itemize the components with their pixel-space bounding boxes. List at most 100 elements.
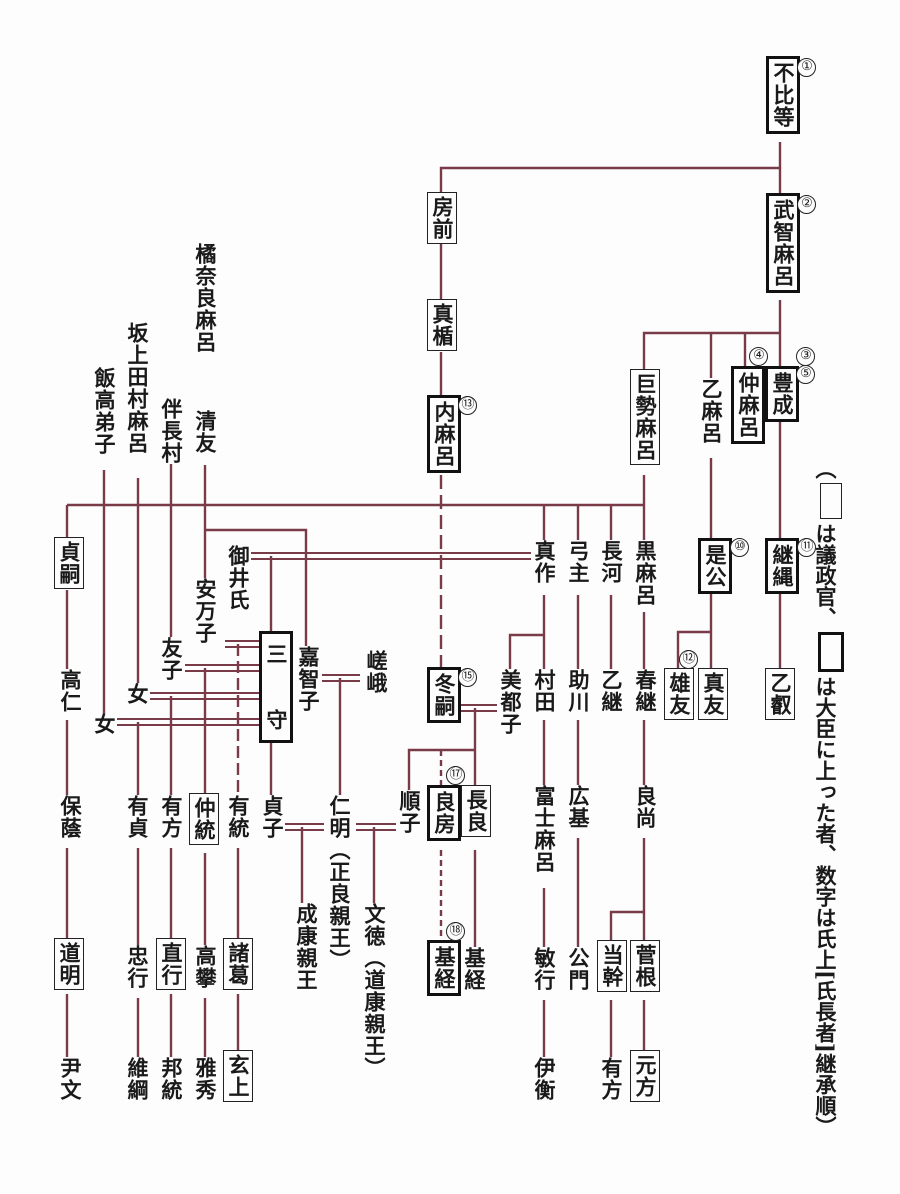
person-onna-2: 女 [91,713,117,735]
person-yoshinao: 良尚 [632,785,658,829]
person-fujimaro: 富士麻呂 [531,785,557,873]
order-badge-muchimaro: ② [797,195,816,214]
person-kachiko: 嘉智子 [295,646,321,712]
person-sadako: 貞子 [259,795,285,839]
order-badge-korekimi: ⑩ [730,538,749,557]
person-mii: 御井氏 [225,545,251,611]
person-mototsune: 基経 [427,940,461,996]
order-badge-nakamaro: ④ [749,347,768,366]
person-tachibana-naramaro: 橘奈良麻呂 [192,243,218,353]
person-koretsuna: 維綱 [124,1057,150,1101]
person-kimikado: 公門 [565,947,591,991]
connector-line-38 [407,748,475,790]
person-tomo-nagamura: 伴長村 [158,398,184,464]
person-kunimune: 邦統 [158,1057,184,1101]
order-badge-mototsune: ⑱ [446,922,465,941]
order-badge-uchimaro: ⑬ [458,396,477,415]
person-fuyutsugu: 冬嗣 [427,667,461,723]
person-iitaka-otoko: 飯高弟子 [91,367,117,455]
order-badge-fuyutsugu: ⑮ [458,668,477,687]
person-yoshifusa: 良房 [427,785,461,841]
person-sugane: 菅根 [630,940,660,992]
person-murata: 村田 [531,669,557,713]
person-nariyasu: 成康親王 [293,903,319,991]
person-nagakawa: 長河 [598,540,624,584]
person-harutsugu: 春継 [632,669,658,713]
person-morokuzu: 諸葛 [223,938,253,990]
person-tomoko: 友子 [158,637,184,681]
person-kiyotomo: 清友 [192,410,218,454]
connector-line-10 [676,630,711,668]
person-otomo: 雄友 [664,668,694,720]
person-yumimori: 弓主 [565,540,591,584]
order-badge-toyonari-5: ⑤ [796,365,815,384]
person-nakamune: 仲統 [189,793,219,845]
legend-thin-box-swatch [819,483,842,519]
person-tsugutada: 継縄 [765,538,799,594]
person-toyonari: 豊成 [765,366,799,422]
person-hiromoto: 広基 [565,785,591,829]
person-masahide: 雅秀 [192,1057,218,1101]
person-otoei: 乙叡 [765,668,795,720]
order-badge-fuhito: ① [797,58,816,77]
person-mitsuko: 美都子 [497,669,523,735]
person-takahito: 高仁 [57,669,83,713]
person-saga: 嵯峨 [363,650,389,694]
person-nakamaro: 仲麻呂 [731,366,765,444]
person-toshiyuki: 敏行 [531,947,557,991]
person-korehira: 伊衡 [531,1057,557,1101]
order-badge-toyonari-3: ③ [796,347,815,366]
person-arimune: 有統 [225,795,251,839]
person-montoku: 文徳（道康親王） [361,903,387,1079]
order-badge-yoshifusa: ⑰ [446,766,465,785]
person-tadayuki: 忠行 [124,945,150,989]
person-yasukage: 保蔭 [57,795,83,839]
person-nagara: 長良 [461,785,491,837]
person-masamoto: 当幹 [597,940,627,992]
person-motokata: 元方 [630,1050,660,1102]
legend-open-paren: （ [813,458,838,479]
person-yasumaro-ko: 安万子 [192,578,218,644]
person-matomo: 真友 [698,668,728,720]
person-ototsugu: 乙継 [598,669,624,713]
connector-line-22 [205,528,308,646]
person-kosemaro: 巨勢麻呂 [630,369,660,465]
person-arisada: 有貞 [124,795,150,839]
person-matate: 真楯 [427,299,457,351]
person-sukekawa: 助川 [565,669,591,713]
connector-line-1 [439,166,780,192]
person-fusasaki: 房前 [427,192,457,244]
person-naoyuki: 直行 [156,938,186,990]
person-sadatsugu: 貞嗣 [54,537,84,589]
legend: （ は議政官、は大臣に上った者、数字は氏上[氏長者]継承順） [812,458,844,1137]
person-genjo: 玄上 [223,1050,253,1102]
person-korekimi: 是公 [698,538,732,594]
person-onna-1: 女 [124,683,150,705]
order-badge-tsugutada: ⑪ [797,538,816,557]
connector-line-5 [642,331,780,369]
person-michiakira: 道明 [54,938,84,990]
person-mototsune-nagara: 基経 [461,947,487,991]
person-muchimaro: 武智麻呂 [766,193,800,293]
person-mimori: 三 守 [259,631,293,743]
legend-thin-box-label: は議政官、 [813,523,838,628]
legend-bold-box-swatch [817,632,844,672]
legend-close-paren: ） [813,1115,838,1137]
person-kuromaro: 黒麻呂 [632,540,658,606]
person-nobuko: 順子 [396,790,422,834]
person-fuhito: 不比等 [766,56,800,134]
person-tadafumi: 尹文 [57,1057,83,1101]
person-sakanoue: 坂上田村麻呂 [124,322,150,454]
connector-line-49 [609,910,644,940]
person-arikata-masamoto: 有方 [598,1057,624,1101]
connector-line-36 [508,633,544,669]
person-otomaro: 乙麻呂 [698,378,724,444]
order-badge-otomo: ⑫ [679,650,698,669]
person-arikata: 有方 [158,795,184,839]
person-ninmyo: 仁明（正良親王） [326,795,352,971]
person-uchimaro: 内麻呂 [427,395,461,473]
person-masaka: 真作 [531,540,557,584]
legend-bold-box-label: は大臣に上った者、数字は氏上[氏長者]継承順 [813,676,838,1116]
